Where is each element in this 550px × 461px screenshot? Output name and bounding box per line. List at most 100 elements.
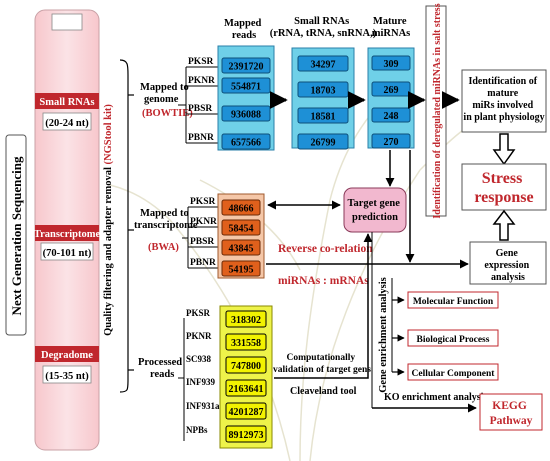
deregulated-label: Identification of deregulated miRNAs in …	[432, 3, 443, 218]
mature-mirna-value: 270	[384, 137, 399, 148]
transcriptome-sample-label: PKSR	[190, 197, 215, 207]
degradome-cell	[225, 379, 267, 397]
stress-response-box	[461, 163, 547, 211]
mapped-reads-value: 2391720	[229, 62, 264, 73]
transcriptome-value: 58454	[229, 224, 254, 235]
genome-sample-label: PBNR	[188, 133, 214, 143]
range-small-rnas: (20-24 nt)	[45, 118, 89, 129]
biological-process-label: Biological Process	[417, 335, 490, 345]
mature-cells: 309 269 248 270	[371, 55, 411, 149]
arrow-degradome-to-target	[274, 233, 373, 379]
mapped-reads-cells: 2391720 554871 936088 657566	[221, 57, 271, 150]
mature-mirnas-header: Mature miRNAs	[372, 16, 411, 39]
cellular-component-box	[407, 363, 499, 381]
range-degradome: (15-35 nt)	[45, 371, 89, 382]
genome-sample-bracket	[178, 66, 218, 144]
degradome-cell	[225, 425, 267, 443]
mapped-genome-label: Mapped to genome (BOWTIE)	[140, 82, 193, 119]
biological-process-box	[407, 329, 499, 347]
label-degradome: Degradome	[41, 350, 93, 361]
ngs-title: Next Generation Sequencing	[9, 156, 24, 315]
cellular-component-label: Cellular Component	[412, 369, 496, 379]
identification-label: Identification of mature miRs involved i…	[463, 76, 544, 123]
mature-mirna-value: 269	[384, 85, 399, 96]
mapped-transcriptome-label: Mapped to transcriptome (BWA)	[134, 208, 200, 253]
molecular-function-label: Molecular Function	[413, 297, 494, 307]
label-small-rnas: Small RNAs	[39, 97, 94, 108]
mapped-reads-cell	[221, 57, 271, 74]
stress-response-label: Stress response	[474, 170, 533, 206]
small-rna-cell	[297, 55, 349, 72]
gene-expression-label: Gene expression analysis	[484, 248, 531, 283]
kegg-label: KEGG Pathway	[490, 400, 533, 427]
mirnas-mrnas-label: miRNAs : mRNAs	[278, 275, 369, 287]
degradome-value: 2163641	[229, 384, 264, 395]
transcriptome-sample-label: PKNR	[190, 217, 217, 227]
mapped-reads-value: 554871	[231, 82, 261, 93]
degradome-value: 8912973	[229, 430, 264, 441]
small-rnas-header: Small RNAs (rRNA, tRNA, snRNA,)	[270, 16, 377, 39]
degradome-cell	[225, 310, 267, 328]
degradome-value: 331558	[231, 338, 261, 349]
small-rna-value: 34297	[311, 60, 336, 71]
mature-mirna-cell	[371, 55, 411, 71]
degradome-value: 747800	[231, 361, 261, 372]
target-gene-label: Target gene prediction	[347, 198, 402, 223]
mature-mirna-cell	[371, 133, 411, 149]
ko-enrichment-label: KO enrichment analysis	[384, 392, 487, 403]
transcriptome-cell	[221, 260, 261, 277]
gene-expression-box	[469, 241, 547, 285]
range-transcriptome: (70-101 nt)	[43, 248, 92, 259]
transcriptome-cell	[221, 199, 261, 216]
mapped-reads-value: 936088	[231, 110, 261, 121]
transcriptome-value: 43845	[229, 244, 254, 255]
genome-sample-label: PBSR	[188, 104, 212, 114]
mapped-reads-cell	[221, 77, 271, 94]
transcriptome-sample-label: PBNR	[190, 258, 216, 268]
small-rna-value: 26799	[311, 138, 336, 149]
branch-bracket	[119, 59, 134, 393]
deregulated-box	[425, 5, 447, 217]
degradome-sample-label: NPBs	[186, 425, 208, 435]
mature-mirna-value: 248	[384, 111, 399, 122]
degradome-cell	[225, 402, 267, 420]
cleaveland-label: Cleaveland tool	[290, 386, 357, 397]
degradome-sample-label: PKNR	[186, 331, 212, 341]
small-rna-value: 18581	[311, 112, 336, 123]
mapped-reads-header: Mapped reads	[224, 18, 264, 41]
transcriptome-cells: 48666 58454 43845 54195	[221, 199, 261, 277]
quality-filtering-text: Quality filtering and adapter removal	[103, 164, 114, 335]
degradome-value: 4201287	[229, 407, 264, 418]
transcriptome-value: 48666	[229, 204, 254, 215]
degradome-cells: 318302 331558 747800 2163641 4201287 8912973	[225, 310, 267, 443]
small-rna-cell	[297, 133, 349, 150]
identification-box	[461, 69, 547, 133]
degradome-cell	[225, 333, 267, 351]
gene-enrichment-label: Gene enrichment analysis	[378, 277, 389, 393]
computational-validation-label: Computationally validation of target gen…	[273, 353, 371, 375]
mapped-reads-value: 657566	[231, 138, 261, 149]
target-gene-box	[343, 187, 407, 233]
degradome-sample-label: INF931a	[186, 401, 220, 411]
arrow-to-stress	[492, 133, 516, 166]
degradome-sample-label: SC938	[186, 354, 212, 364]
mature-mirna-value: 309	[384, 59, 399, 70]
kegg-box	[479, 393, 543, 431]
transcriptome-cell	[221, 219, 261, 236]
transcriptome-value: 54195	[229, 265, 254, 276]
mature-mirna-cell	[371, 107, 411, 123]
mapped-reads-cell	[221, 133, 271, 150]
reverse-correlation-label: Reverse co-relation	[278, 243, 373, 255]
degradome-value: 318302	[231, 315, 261, 326]
degradome-sample-label: PKSR	[186, 308, 211, 318]
genome-sample-label: PKSR	[188, 57, 213, 67]
quality-filtering-label: Quality filtering and adapter removal (N…	[103, 104, 114, 336]
transcriptome-sample-bracket	[182, 206, 218, 269]
small-rna-cell	[297, 81, 349, 98]
degradome-cell	[225, 356, 267, 374]
mature-mirna-cell	[371, 81, 411, 97]
